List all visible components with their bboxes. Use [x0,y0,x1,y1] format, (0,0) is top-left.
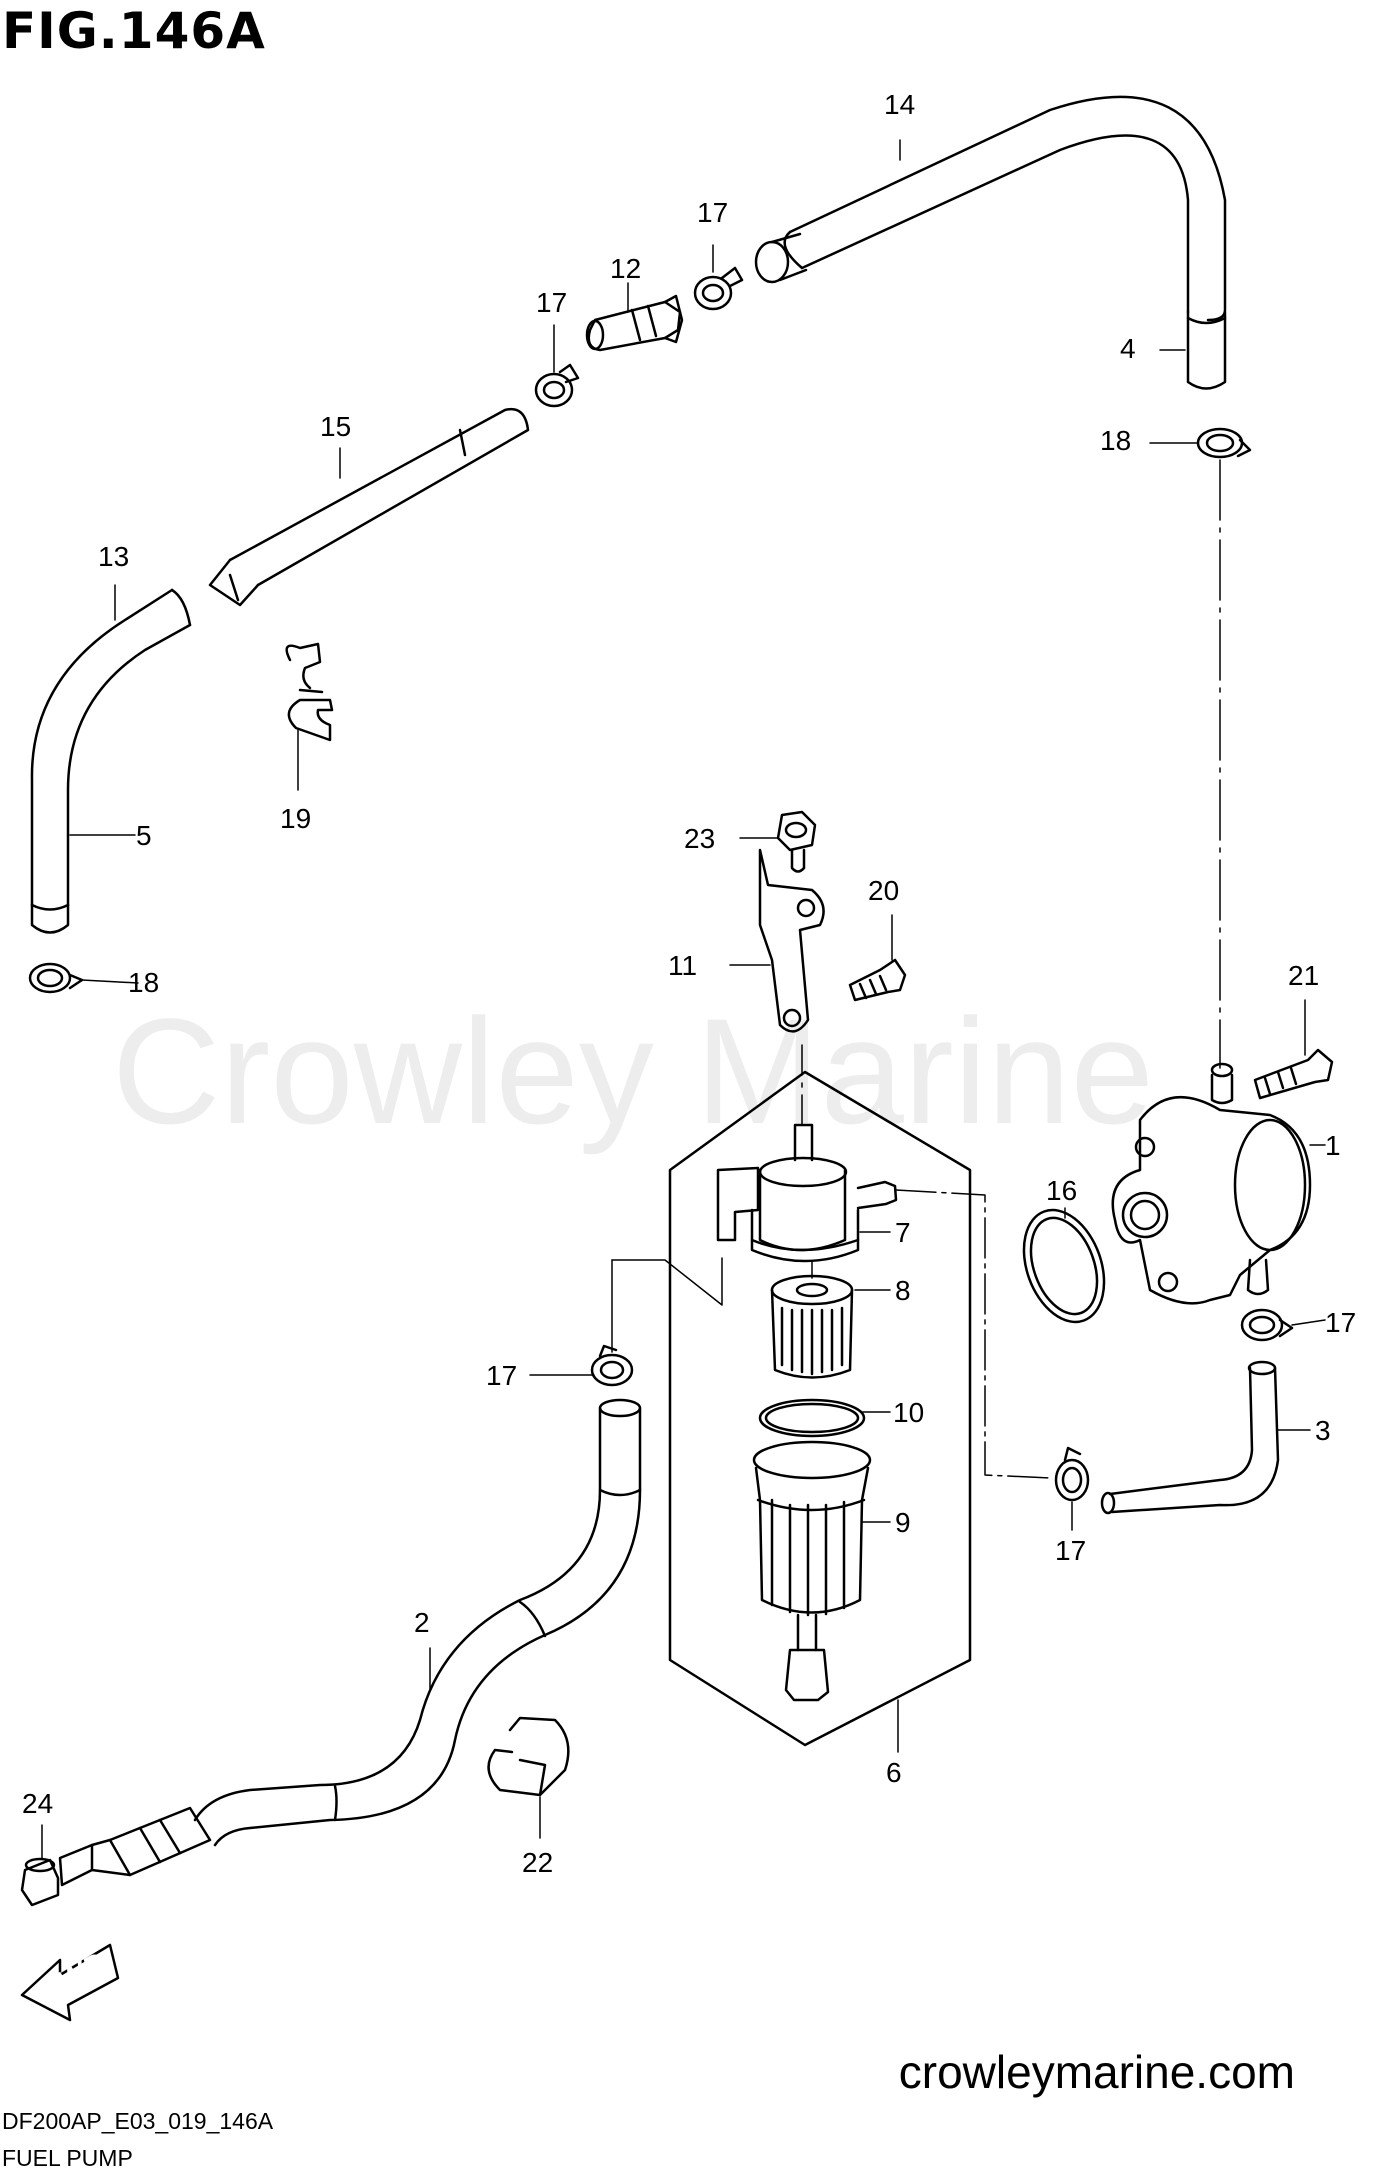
hose-14 [754,95,1227,390]
model-code: DF200AP_E03_019_146A [2,2108,274,2134]
part-label-13: 13 [98,541,129,572]
fuel-pump-1 [1111,1062,1312,1305]
hose-13-5 [30,588,192,934]
part-label-8: 8 [895,1275,911,1306]
fwd-label: FWD [36,1946,112,2007]
part-label-20: 20 [868,875,899,906]
clamp-18-left [28,962,84,994]
part-label-7: 7 [895,1217,911,1248]
part-label-17: 17 [1055,1535,1086,1566]
figure-caption: FUEL PUMP [2,2145,133,2171]
bolt-21 [1253,1048,1334,1100]
part-label-6: 6 [886,1757,902,1788]
bolt-20 [848,958,907,1002]
part-label-9: 9 [895,1507,911,1538]
part-label-23: 23 [684,823,715,854]
filter-head-7 [716,1123,898,1263]
clamp-18-right [1196,427,1252,459]
clamp-17-right [1240,1308,1294,1342]
part-label-17: 17 [1325,1307,1356,1338]
watermark: Crowley Marine [112,987,1154,1155]
part-label-3: 3 [1315,1415,1331,1446]
part-label-19: 19 [280,803,311,834]
clamp-17-lower-right [1054,1446,1090,1502]
filter-cup-9 [752,1440,872,1702]
gasket-16 [1022,1208,1106,1324]
part-label-2: 2 [414,1607,430,1638]
hose-15 [208,407,530,607]
part-label-4: 4 [1120,333,1136,364]
cap-24 [20,1857,60,1907]
hose-2 [193,1398,642,1847]
part-label-17: 17 [697,197,728,228]
filter-assembly-box-6 [668,1070,972,1747]
part-label-17: 17 [486,1360,517,1391]
part-label-10: 10 [893,1397,924,1428]
part-label-17: 17 [536,287,567,318]
part-label-5: 5 [136,820,152,851]
bracket-11 [758,848,825,1033]
part-label-18: 18 [128,967,159,998]
part-label-15: 15 [320,411,351,442]
connector-24 [58,1806,212,1887]
clamp-17-upper-left [534,363,580,408]
part-label-21: 21 [1288,960,1319,991]
part-label-12: 12 [610,253,641,284]
website-label: crowleymarine.com [898,2046,1295,2098]
figure-title: FIG.146A [2,2,266,60]
filter-element-8 [770,1274,854,1379]
part-label-16: 16 [1046,1175,1077,1206]
fwd-arrow [20,1943,120,2022]
clip-22 [487,1716,570,1797]
part-label-18: 18 [1100,425,1131,456]
part-label-1: 1 [1325,1130,1341,1161]
nut-23 [776,810,817,873]
part-label-24: 24 [22,1788,53,1819]
part-label-22: 22 [522,1847,553,1878]
hose-3 [1100,1360,1280,1515]
clamp-17-top [693,266,744,311]
part-label-14: 14 [884,89,915,120]
o-ring-10 [758,1398,866,1438]
joint-12 [585,294,684,352]
clip-19 [285,642,334,742]
part-label-11: 11 [668,950,697,981]
